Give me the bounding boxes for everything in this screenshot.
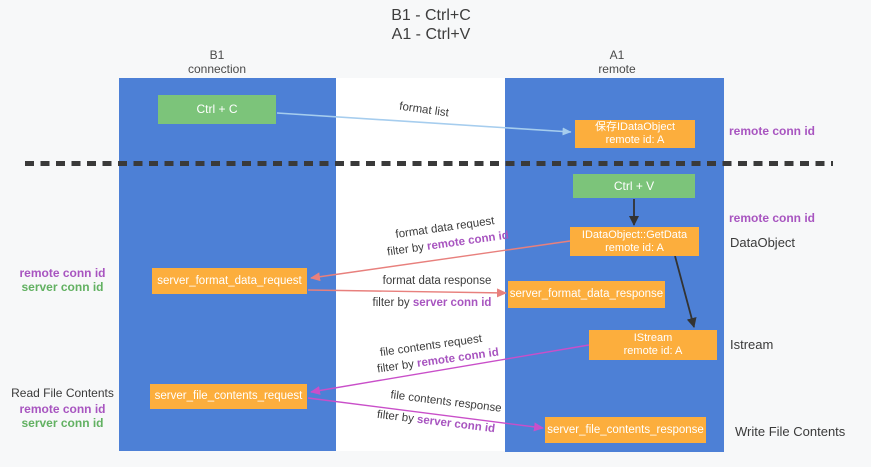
- annotation-server-conn-id: server conn id: [21, 280, 104, 294]
- node-server-file-contents-response: server_file_contents_response: [545, 417, 706, 443]
- ctrl-v-label: Ctrl + V: [613, 178, 655, 193]
- saved-idataobject-line2: remote id: A: [605, 134, 665, 146]
- edge-label-format-data-response: format data response: [382, 275, 492, 287]
- filter-prefix: filter by: [372, 297, 410, 309]
- annotation-read-file-contents: Read File Contents: [11, 386, 114, 400]
- getdata-to-istream-arrow: [674, 255, 697, 328]
- getdata-line1: IDataObject::GetData: [581, 228, 688, 241]
- server-file-contents-request-label: server_file_contents_request: [154, 390, 303, 402]
- ctrl-c-label: Ctrl + C: [196, 102, 238, 116]
- getdata-line2: remote id: A: [605, 241, 664, 254]
- lane-b1-name: B1: [209, 48, 225, 62]
- node-istream: IStream remote id: A: [589, 330, 717, 360]
- server-format-data-response-label: server_format_data_response: [509, 288, 664, 300]
- server-file-contents-response-label: server_file_contents_response: [547, 423, 704, 436]
- lane-a1-name: A1: [609, 48, 625, 62]
- node-saved-idataobject: 保存IDataObject remote id: A: [575, 120, 695, 148]
- annotation-remote-conn-id: remote conn id: [19, 402, 106, 416]
- node-idataobject-getdata: IDataObject::GetData remote id: A: [570, 227, 699, 256]
- node-server-format-data-request: server_format_data_request: [152, 268, 307, 294]
- file-contents-request-arrow: [310, 344, 590, 395]
- file-contents-response-arrow: [307, 397, 544, 432]
- saved-idataobject-line1: 保存IDataObject: [594, 121, 676, 133]
- node-server-file-contents-request: server_file_contents_request: [150, 384, 307, 409]
- annotation-remote-conn-id-mid: remote conn id: [729, 211, 816, 225]
- lane-gap: [336, 78, 505, 451]
- diagram-title: B1 - Ctrl+C A1 - Ctrl+V: [281, 6, 581, 44]
- edge-label-filter-format-response: filter by server conn id: [373, 297, 492, 309]
- lane-a1-role: remote: [598, 62, 636, 76]
- server-format-data-request-label: server_format_data_request: [157, 274, 302, 287]
- title-line-2: A1 - Ctrl+V: [391, 26, 471, 43]
- istream-line2: remote id: A: [623, 345, 683, 357]
- annotation-remote-conn-id-top: remote conn id: [729, 124, 816, 138]
- filter-key-server-conn-id: server conn id: [412, 297, 492, 309]
- annotation-istream: Istream: [730, 337, 774, 352]
- annotation-write-file-contents: Write File Contents: [735, 424, 846, 439]
- node-server-format-data-response: server_format_data_response: [508, 281, 665, 308]
- node-ctrl-v: Ctrl + V: [573, 174, 695, 198]
- annotation-left-bottom-conn-ids: remote conn id server conn id: [10, 402, 115, 430]
- annotation-left-top-conn-ids: remote conn id server conn id: [10, 266, 115, 294]
- lane-b1-role: connection: [187, 62, 247, 76]
- annotation-server-conn-id: server conn id: [21, 416, 104, 430]
- annotation-remote-conn-id: remote conn id: [19, 266, 106, 280]
- node-ctrl-c: Ctrl + C: [158, 95, 276, 124]
- istream-line1: IStream: [633, 332, 673, 344]
- annotation-dataobject: DataObject: [730, 235, 796, 250]
- lane-header-b1: B1 connection: [157, 48, 277, 76]
- format-list-arrow: [276, 112, 572, 136]
- title-line-1: B1 - Ctrl+C: [391, 7, 471, 24]
- lane-header-a1: A1 remote: [557, 48, 677, 76]
- format-data-request-arrow: [310, 240, 571, 282]
- format-data-response-arrow: [307, 288, 507, 298]
